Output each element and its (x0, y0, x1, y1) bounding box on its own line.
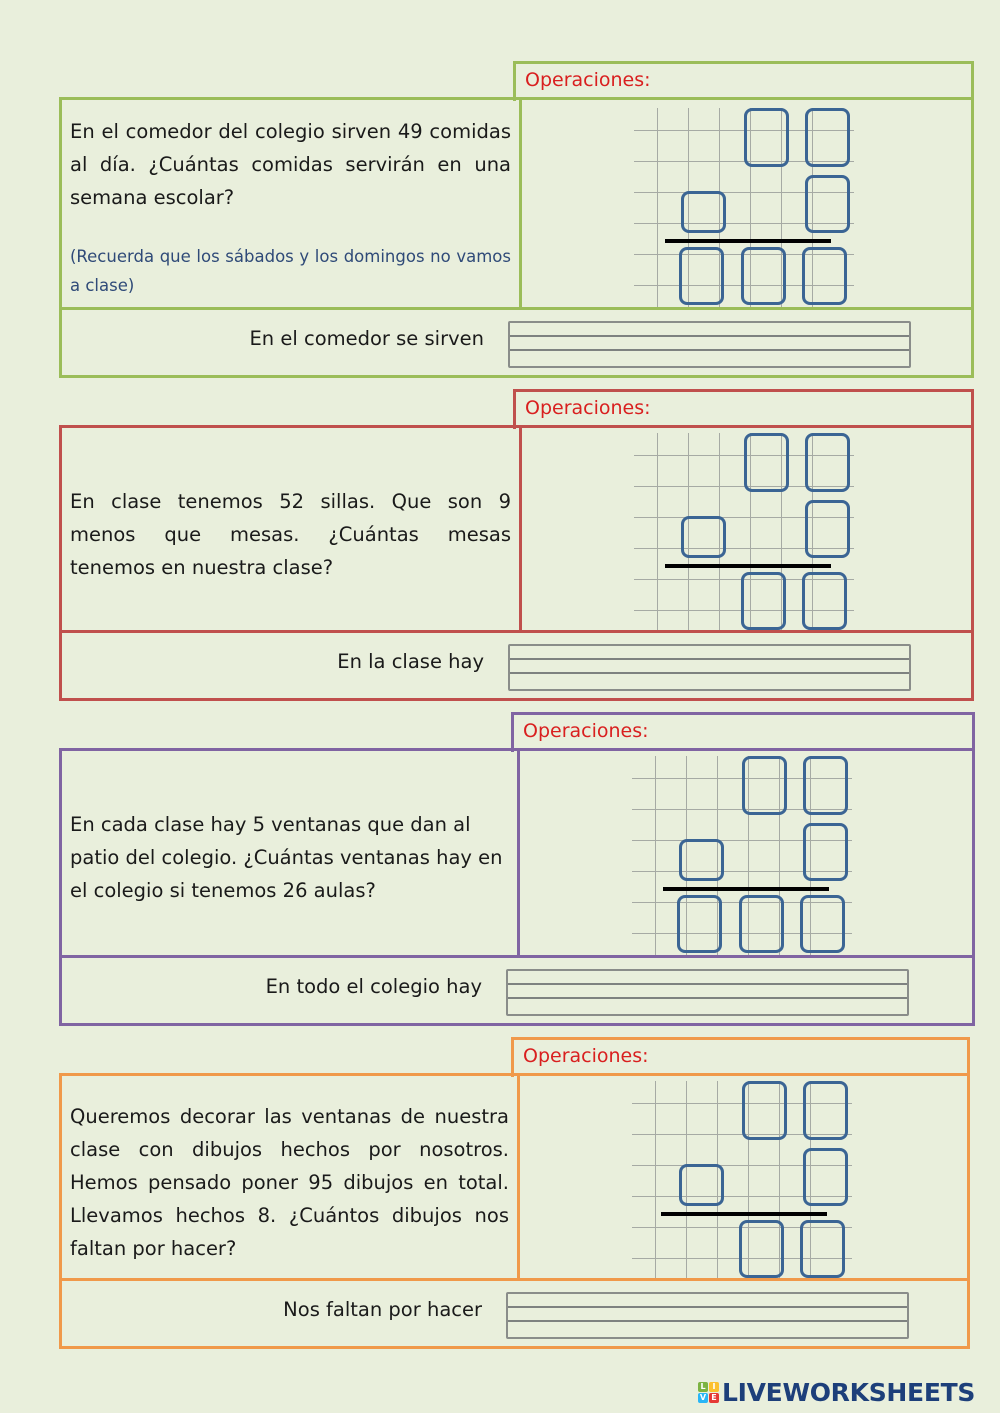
liveworksheets-logo: L I V E LIVEWORKSHEETS (698, 1378, 975, 1407)
problem-card-3: En cada clase hay 5 ventanas que dan al … (59, 748, 975, 1026)
digit-box[interactable] (803, 1148, 848, 1206)
digit-box[interactable] (803, 1081, 848, 1140)
operations-header-4: Operaciones: (511, 1037, 970, 1077)
operation-line (665, 239, 831, 243)
question-cell: En el comedor del colegio sirven 49 comi… (62, 100, 522, 310)
digit-box[interactable] (805, 500, 850, 558)
question-cell: En clase tenemos 52 sillas. Que son 9 me… (62, 428, 522, 633)
question-text: En cada clase hay 5 ventanas que dan al … (70, 813, 503, 902)
operation-grid (632, 1081, 852, 1281)
operations-label: Operaciones: (525, 69, 651, 91)
answer-input[interactable] (508, 321, 911, 368)
answer-label: En la clase hay (337, 650, 484, 673)
result-box[interactable] (800, 1220, 845, 1278)
digit-box[interactable] (805, 108, 850, 167)
result-box[interactable] (802, 572, 847, 630)
digit-box[interactable] (742, 1081, 787, 1140)
answer-input[interactable] (508, 644, 911, 691)
question-text: En clase tenemos 52 sillas. Que son 9 me… (70, 490, 511, 579)
result-box[interactable] (677, 895, 722, 953)
question-cell: En cada clase hay 5 ventanas que dan al … (62, 751, 520, 958)
operations-header-1: Operaciones: (513, 61, 974, 101)
operations-header-3: Operaciones: (511, 712, 975, 752)
operation-line (663, 887, 829, 891)
answer-row: En el comedor se sirven (62, 307, 971, 375)
operation-grid (634, 108, 854, 308)
answer-label: En todo el colegio hay (265, 975, 482, 998)
carry-box[interactable] (679, 1164, 724, 1206)
result-box[interactable] (800, 895, 845, 953)
answer-label: Nos faltan por hacer (283, 1298, 482, 1321)
result-box[interactable] (741, 572, 786, 630)
operation-grid (634, 433, 854, 633)
operations-area (519, 100, 971, 310)
answer-row: En la clase hay (62, 630, 971, 698)
digit-box[interactable] (803, 823, 848, 881)
question-cell: Queremos decorar las ventanas de nuestra… (62, 1076, 520, 1281)
result-box[interactable] (739, 1220, 784, 1278)
answer-row: En todo el colegio hay (62, 955, 972, 1023)
operations-area (517, 751, 972, 958)
result-box[interactable] (739, 895, 784, 953)
digit-box[interactable] (805, 433, 850, 492)
question-text: En el comedor del colegio sirven 49 comi… (70, 120, 511, 209)
digit-box[interactable] (744, 108, 789, 167)
digit-box[interactable] (805, 175, 850, 233)
answer-input[interactable] (506, 969, 909, 1016)
operations-label: Operaciones: (523, 1045, 649, 1067)
answer-input[interactable] (506, 1292, 909, 1339)
operation-line (665, 564, 831, 568)
digit-box[interactable] (744, 433, 789, 492)
problem-card-4: Queremos decorar las ventanas de nuestra… (59, 1073, 970, 1349)
operations-header-2: Operaciones: (513, 389, 974, 429)
question-note: (Recuerda que los sábados y los domingos… (70, 247, 511, 295)
carry-box[interactable] (679, 839, 724, 881)
live-logo-icon: L I V E (698, 1382, 719, 1403)
result-box[interactable] (802, 247, 847, 305)
digit-box[interactable] (803, 756, 848, 815)
answer-row: Nos faltan por hacer (62, 1278, 967, 1346)
logo-text: LIVEWORKSHEETS (722, 1378, 976, 1407)
question-text: Queremos decorar las ventanas de nuestra… (70, 1105, 509, 1260)
operations-area (517, 1076, 967, 1281)
problem-card-2: En clase tenemos 52 sillas. Que son 9 me… (59, 425, 974, 701)
answer-label: En el comedor se sirven (249, 327, 484, 350)
digit-box[interactable] (742, 756, 787, 815)
operation-grid (632, 756, 852, 956)
operations-label: Operaciones: (523, 720, 649, 742)
carry-box[interactable] (681, 516, 726, 558)
problem-card-1: En el comedor del colegio sirven 49 comi… (59, 97, 974, 378)
operations-label: Operaciones: (525, 397, 651, 419)
operation-line (661, 1212, 827, 1216)
result-box[interactable] (679, 247, 724, 305)
carry-box[interactable] (681, 191, 726, 233)
result-box[interactable] (741, 247, 786, 305)
operations-area (519, 428, 971, 633)
